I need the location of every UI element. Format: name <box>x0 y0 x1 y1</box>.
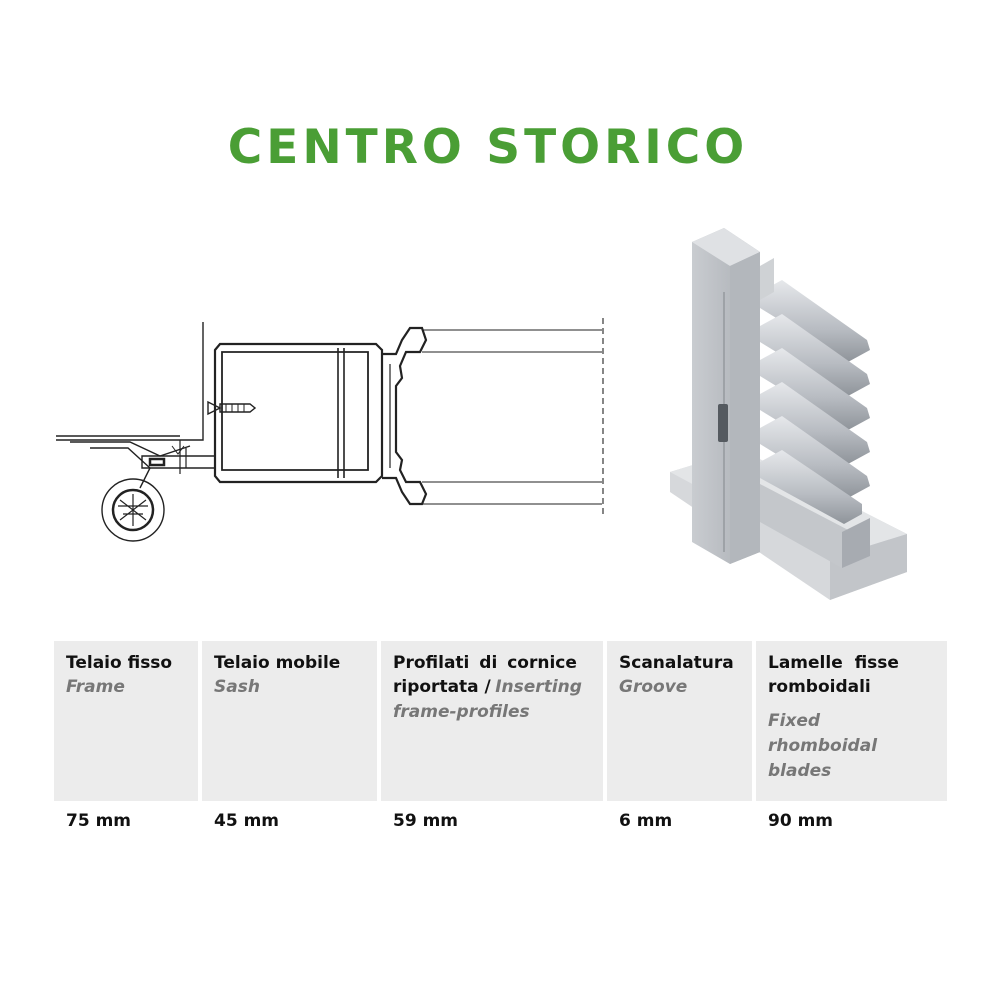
spec-value: 90 mm <box>768 811 834 831</box>
spec-label-it: Telaio mobile <box>214 653 341 673</box>
spec-value: 59 mm <box>393 811 459 831</box>
spec-value: 75 mm <box>66 811 132 831</box>
spec-label-en-block: Fixed rhomboidal blades <box>768 709 937 784</box>
spec-header-sash: Telaio mobile Sash <box>202 641 377 801</box>
spec-label-en: Fixed <box>768 711 821 731</box>
cross-section-drawing <box>56 318 604 542</box>
spec-label-en: Sash <box>214 677 260 697</box>
spec-table: Telaio fisso Frame Telaio mobile Sash Pr… <box>54 641 947 831</box>
spec-header-row: Telaio fisso Frame Telaio mobile Sash Pr… <box>54 641 947 801</box>
shutter-product-image <box>670 228 907 600</box>
spec-label-it: riportata / <box>393 677 491 697</box>
spec-label-it: Lamelle fisse <box>768 653 899 673</box>
spec-label-it: Profilati di cornice <box>393 653 577 673</box>
spec-label-en: Inserting <box>495 677 582 697</box>
spec-header-blades: Lamelle fisse romboidali Fixed rhomboida… <box>756 641 947 801</box>
spec-value: 6 mm <box>619 811 673 831</box>
spec-label-it: romboidali <box>768 677 871 697</box>
spec-label-en: frame-profiles <box>393 702 530 722</box>
spec-value-row: 75 mm 45 mm 59 mm 6 mm 90 mm <box>54 811 947 831</box>
page-title: CENTRO STORICO <box>227 120 749 175</box>
spec-label-en: rhomboidal <box>768 736 878 756</box>
spec-value: 45 mm <box>214 811 280 831</box>
spec-label-it: Telaio fisso <box>66 653 173 673</box>
spec-label-line: riportata / Inserting <box>393 675 593 700</box>
spec-header-inserting-profiles: Profilati di cornice riportata / Inserti… <box>381 641 603 801</box>
spec-header-frame: Telaio fisso Frame <box>54 641 198 801</box>
spec-label-it: Scanalatura <box>619 653 734 673</box>
spec-label-en: Groove <box>619 677 688 697</box>
spec-header-groove: Scanalatura Groove <box>607 641 752 801</box>
spec-label-en: Frame <box>66 677 125 697</box>
spec-label-en: blades <box>768 761 832 781</box>
